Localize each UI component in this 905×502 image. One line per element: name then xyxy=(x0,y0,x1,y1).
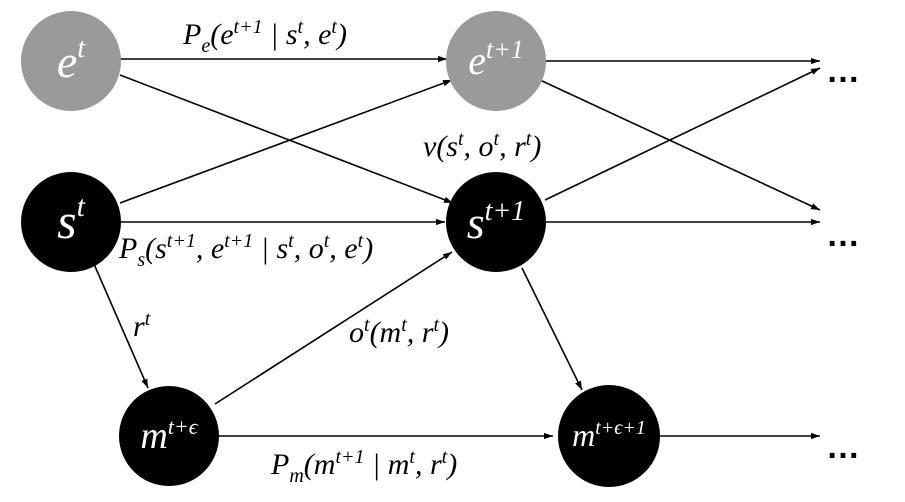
node-m-teps1 xyxy=(558,385,660,487)
edges xyxy=(93,55,821,440)
node-s-t-label: st xyxy=(57,190,85,249)
ellipsis-bottom: … xyxy=(826,428,860,466)
edge-labels: Pe(et+1 | st, et) v(st, ot, rt) Ps(st+1,… xyxy=(118,16,541,487)
label-p-e: Pe(et+1 | st, et) xyxy=(182,16,347,57)
edge-et1-out2 xyxy=(539,79,821,211)
node-m-teps-label: mt+ϵ xyxy=(140,414,198,457)
ellipsis-middle: … xyxy=(826,216,860,254)
edge-st-mteps xyxy=(93,263,149,389)
node-e-t-label: et xyxy=(57,33,86,87)
label-r: rt xyxy=(133,308,151,343)
node-m-teps xyxy=(119,386,219,486)
label-o: ot(mt, rt) xyxy=(349,314,449,349)
node-e-t1-label: et+1 xyxy=(468,35,524,83)
edge-st1-mteps1 xyxy=(521,267,583,391)
continuation-markers: … … … xyxy=(826,52,860,466)
edge-et-st1 xyxy=(119,74,454,204)
node-s-t1-label: st+1 xyxy=(467,196,526,248)
label-p-m: Pm(mt+1 | mt, rt) xyxy=(270,446,457,487)
nodes: et et+1 st st+1 mt+ϵ mt+ϵ+1 xyxy=(21,11,660,487)
node-e-t xyxy=(21,11,121,111)
label-v: v(st, ot, rt) xyxy=(423,128,541,163)
ellipsis-top: … xyxy=(826,52,860,90)
edge-st-et1 xyxy=(119,79,453,204)
node-e-t1 xyxy=(446,11,546,111)
node-s-t xyxy=(21,172,121,272)
edge-mteps-st1 xyxy=(214,251,453,405)
edge-st1-out1 xyxy=(544,67,821,201)
node-s-t1 xyxy=(446,172,546,272)
node-m-teps1-label: mt+ϵ+1 xyxy=(572,417,646,453)
label-p-s: Ps(st+1, et+1 | st, ot, et) xyxy=(118,230,373,271)
